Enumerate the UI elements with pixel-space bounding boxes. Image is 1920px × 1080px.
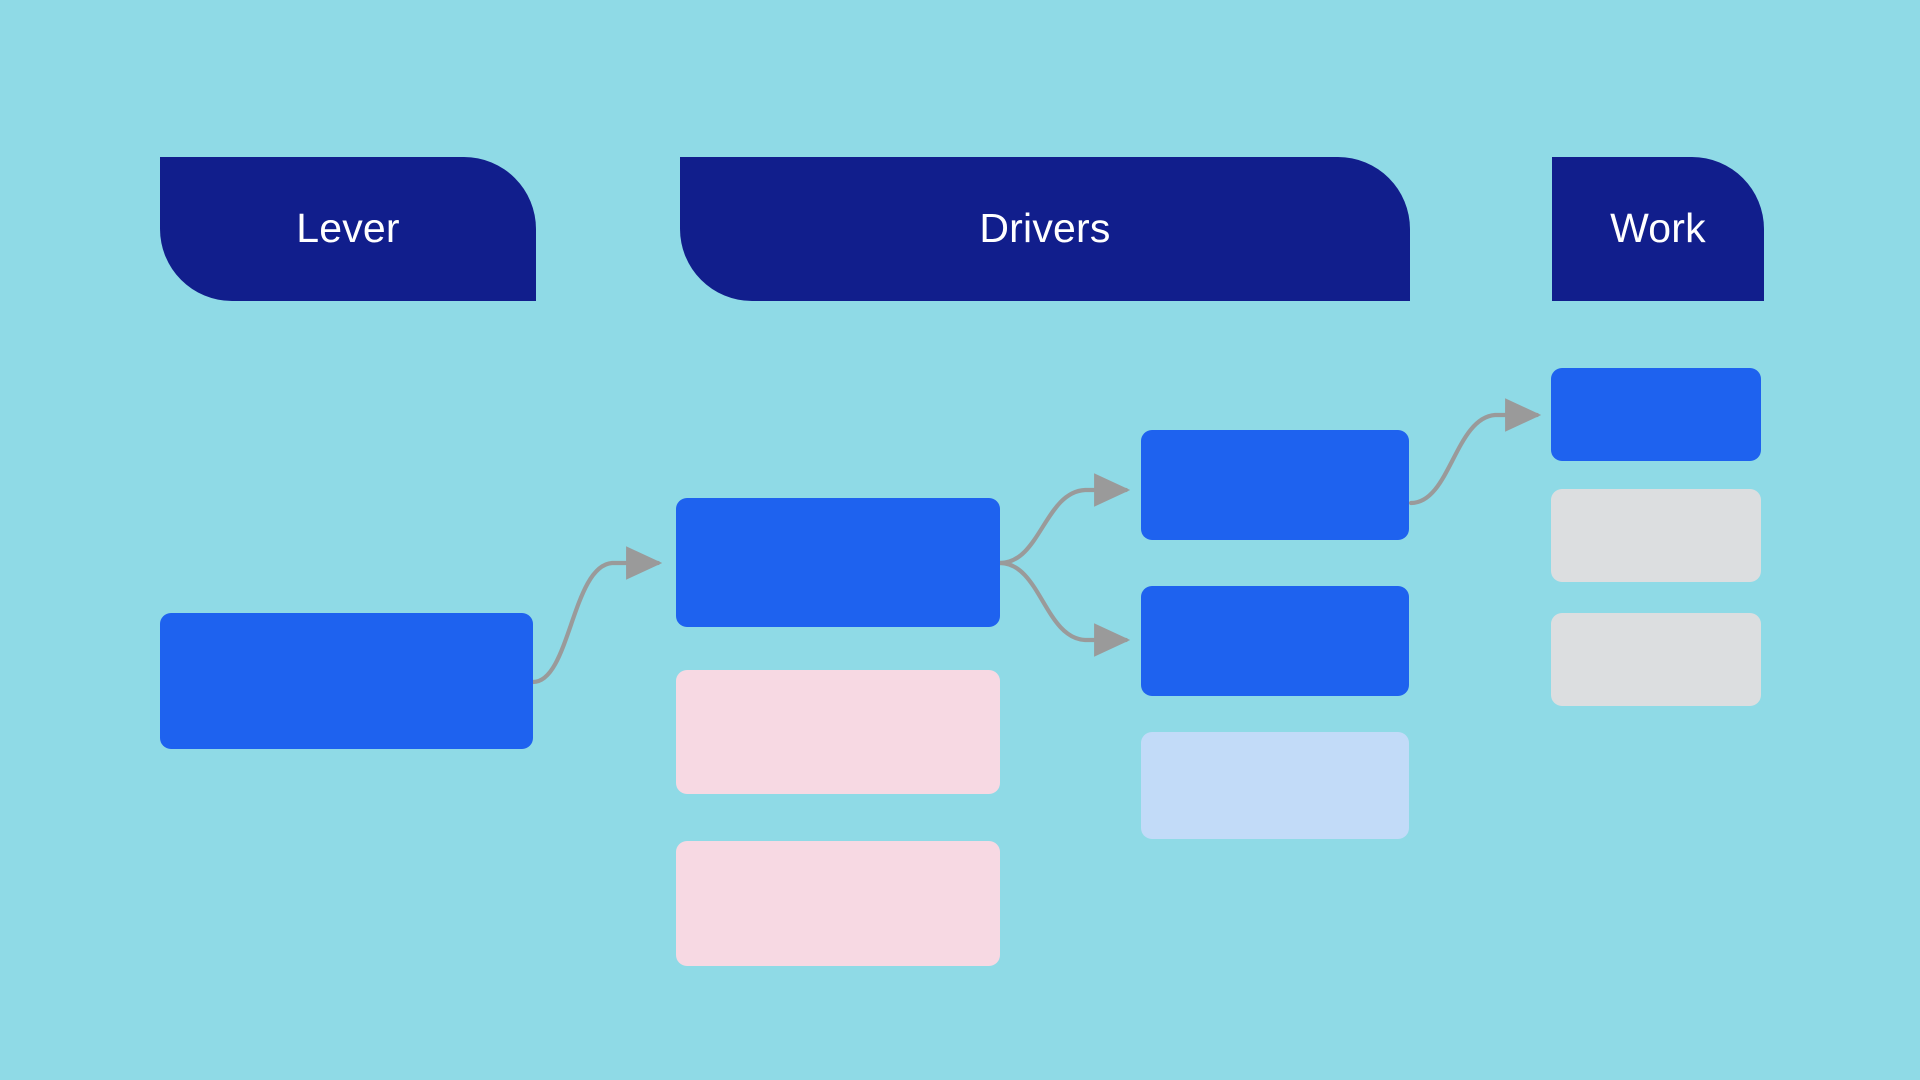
column-header-drivers-label: Drivers <box>979 204 1111 251</box>
column-header-work: Work <box>1552 157 1764 301</box>
node-work-1[interactable] <box>1551 368 1761 461</box>
column-header-drivers: Drivers <box>680 157 1410 301</box>
column-header-lever: Lever <box>160 157 536 301</box>
node-driver-3[interactable] <box>676 841 1000 966</box>
node-work-2[interactable] <box>1551 489 1761 582</box>
connector-driver1-to-subdriver2 <box>997 560 1131 657</box>
node-driver-1[interactable] <box>676 498 1000 627</box>
node-subdriver-2[interactable] <box>1141 586 1409 696</box>
node-work-3[interactable] <box>1551 613 1761 706</box>
connector-driver1-to-subdriver1 <box>997 473 1131 566</box>
connector-subdriver1-to-work1 <box>1408 398 1542 506</box>
connector-lever1-to-driver1 <box>530 546 663 685</box>
node-subdriver-1[interactable] <box>1141 430 1409 540</box>
node-driver-2[interactable] <box>676 670 1000 794</box>
node-subdriver-3[interactable] <box>1141 732 1409 839</box>
node-lever-1[interactable] <box>160 613 533 749</box>
column-header-work-label: Work <box>1610 204 1706 251</box>
column-header-lever-label: Lever <box>296 204 400 251</box>
